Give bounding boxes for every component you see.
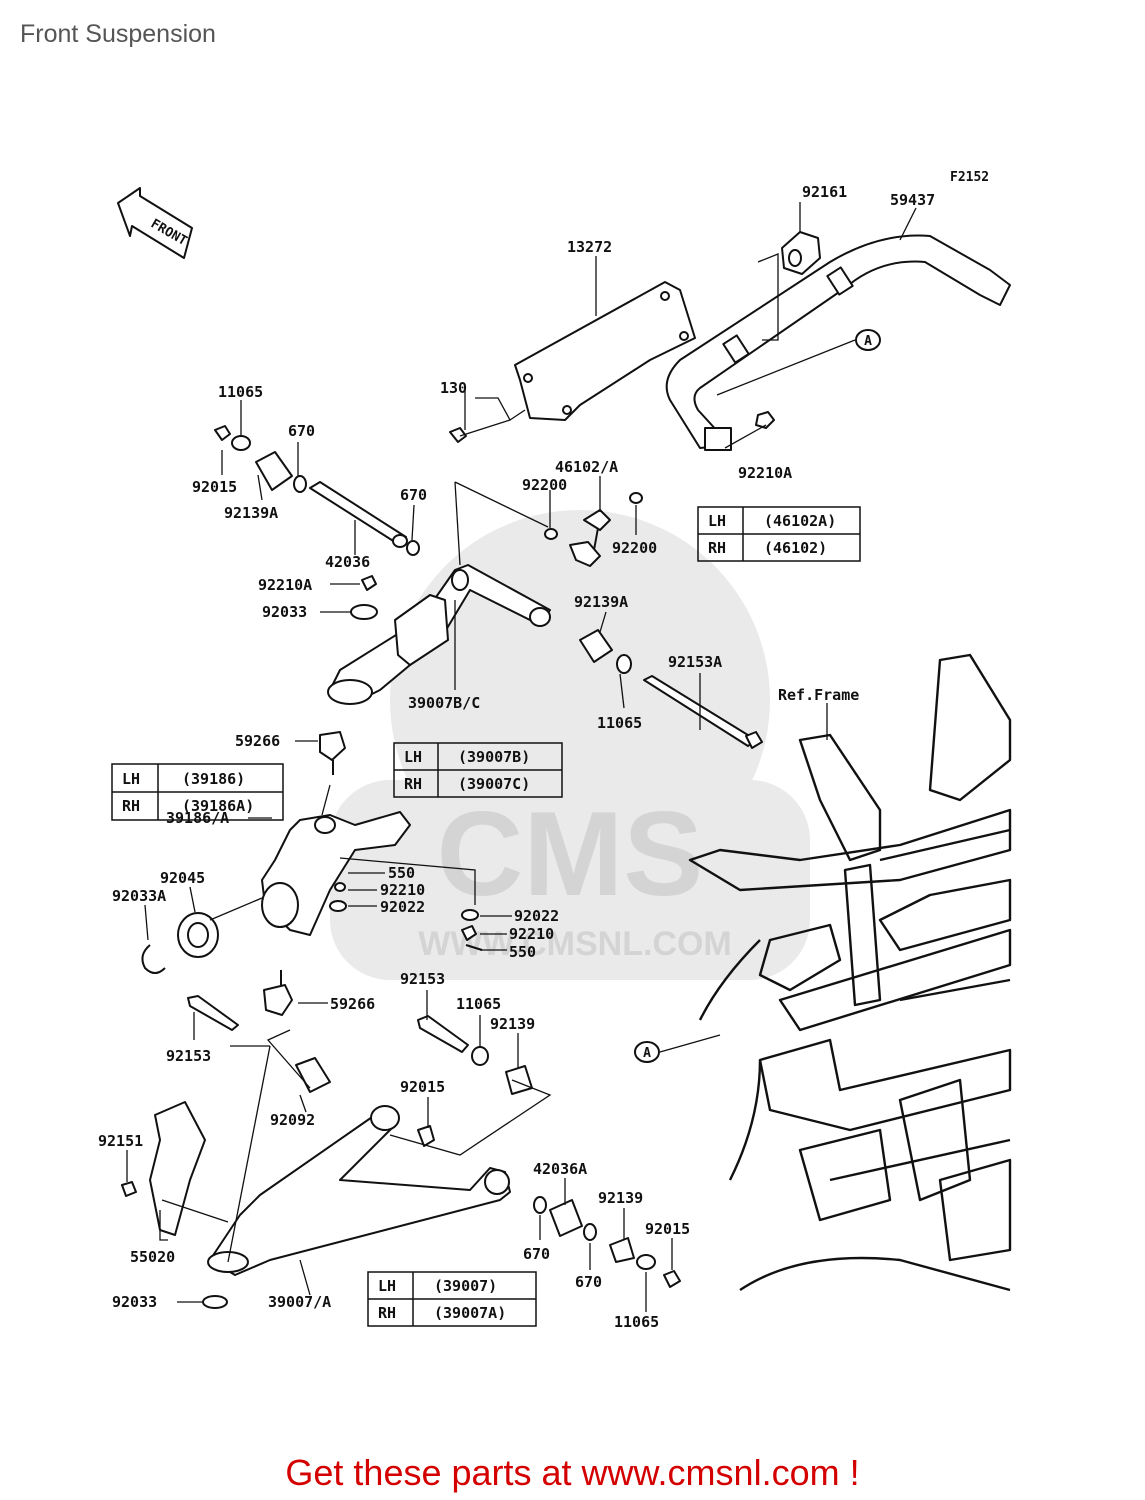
ball-joint-lower	[263, 970, 293, 1016]
lower-arm-hardware	[121, 995, 681, 1309]
table-46102: LH (46102A) RH (46102)	[697, 506, 861, 562]
label-11065-lower-mid: 11065	[456, 995, 501, 1013]
bearing-92045	[177, 912, 219, 958]
bolt-130	[449, 427, 467, 443]
front-arrow-icon: FRONT	[117, 187, 193, 259]
label-46102a: 46102/A	[555, 458, 618, 476]
label-130: 130	[440, 379, 467, 397]
label-39007a: 39007/A	[268, 1293, 331, 1311]
bushing-92161	[781, 231, 821, 275]
table-46102-r2c1: RH	[708, 539, 726, 557]
label-92210a-top: 92210A	[738, 464, 792, 482]
table-39186-r2c1: RH	[122, 797, 140, 815]
label-92139-mid: 92139	[490, 1015, 535, 1033]
label-92161: 92161	[802, 183, 847, 201]
label-92033-lower: 92033	[112, 1293, 157, 1311]
callout-a-top: A	[855, 329, 881, 351]
footer-link[interactable]: Get these parts at www.cmsnl.com !	[285, 1452, 860, 1493]
label-92153-left: 92153	[166, 1047, 211, 1065]
table-46102-r1c2: (46102A)	[764, 512, 836, 530]
circlip-92033a	[141, 944, 166, 974]
part-labels: 92161 59437 13272 11065 670 130 46102/A …	[98, 183, 935, 1331]
label-11065-top: 11065	[218, 383, 263, 401]
lower-a-arm	[207, 1105, 511, 1276]
label-92210a-mid: 92210A	[258, 576, 312, 594]
label-92022-lower: 92022	[514, 907, 559, 925]
label-670-top: 670	[288, 422, 315, 440]
label-59437: 59437	[890, 191, 935, 209]
callout-a-bottom-letter: A	[643, 1046, 651, 1061]
table-39007bc-r1c1: LH	[404, 748, 422, 766]
table-39007-r1c2: (39007)	[434, 1277, 497, 1295]
label-550-upper: 550	[388, 864, 415, 882]
label-13272: 13272	[567, 238, 612, 256]
label-670-mid: 670	[400, 486, 427, 504]
label-92022-upper: 92022	[380, 898, 425, 916]
label-670-lower-right: 670	[575, 1273, 602, 1291]
label-39007bc: 39007B/C	[408, 694, 480, 712]
nut-92210a-top	[755, 411, 775, 429]
table-39007-r2c2: (39007A)	[434, 1304, 506, 1322]
label-92033a: 92033A	[112, 887, 166, 905]
label-92092: 92092	[270, 1111, 315, 1129]
label-92033-top: 92033	[262, 603, 307, 621]
table-39007bc: LH (39007B) RH (39007C)	[393, 742, 563, 798]
label-670-lower-left: 670	[523, 1245, 550, 1263]
label-92015-mid: 92015	[400, 1078, 445, 1096]
table-39007: LH (39007) RH (39007A)	[367, 1271, 537, 1327]
small-fasteners-knuckle	[329, 882, 483, 951]
table-39186-r1c2: (39186)	[182, 770, 245, 788]
table-39007-r1c1: LH	[378, 1277, 396, 1295]
figure-code: F2152	[950, 170, 989, 185]
watermark-brand: CMS	[437, 787, 704, 921]
stabilizer-bar	[665, 234, 1011, 451]
table-39007bc-r2c1: RH	[404, 775, 422, 793]
callout-a-top-letter: A	[864, 334, 872, 349]
label-39186a: 39186/A	[166, 809, 229, 827]
label-59266-lower: 59266	[330, 995, 375, 1013]
ball-joint-upper	[319, 731, 346, 775]
table-39186-r1c1: LH	[122, 770, 140, 788]
label-92153-mid: 92153	[400, 970, 445, 988]
label-11065-mid: 11065	[597, 714, 642, 732]
label-92210-lower: 92210	[509, 925, 554, 943]
label-92200-left: 92200	[522, 476, 567, 494]
label-92139a-mid: 92139A	[574, 593, 628, 611]
label-92015-lower: 92015	[645, 1220, 690, 1238]
table-46102-r2c2: (46102)	[764, 539, 827, 557]
table-39007bc-r1c2: (39007B)	[458, 748, 530, 766]
table-39007-r2c1: RH	[378, 1304, 396, 1322]
table-39186-r2c2: (39186A)	[182, 797, 254, 815]
upper-a-arm	[327, 564, 551, 705]
label-92200-right: 92200	[612, 539, 657, 557]
table-39186: LH (39186) RH (39186A)	[111, 763, 284, 821]
page-title: Front Suspension	[20, 20, 216, 48]
label-92139-lower: 92139	[598, 1189, 643, 1207]
leader-lines	[126, 202, 917, 1312]
label-42036: 42036	[325, 553, 370, 571]
label-550-lower: 550	[509, 943, 536, 961]
label-92153a: 92153A	[668, 653, 722, 671]
label-92015-top: 92015	[192, 478, 237, 496]
label-92210-upper: 92210	[380, 881, 425, 899]
label-92151: 92151	[98, 1132, 143, 1150]
table-46102-r1c1: LH	[708, 512, 726, 530]
label-92045: 92045	[160, 869, 205, 887]
stabilizer-link	[544, 492, 643, 567]
label-59266-upper: 59266	[235, 732, 280, 750]
label-55020: 55020	[130, 1248, 175, 1266]
label-42036a: 42036A	[533, 1160, 587, 1178]
label-92139a-top: 92139A	[224, 504, 278, 522]
vehicle-frame	[688, 653, 1012, 1292]
bracket-13272	[514, 281, 696, 421]
label-ref-frame: Ref.Frame	[778, 686, 859, 704]
label-11065-lower: 11065	[614, 1313, 659, 1331]
knuckle-39186	[261, 811, 411, 936]
table-39007bc-r2c2: (39007C)	[458, 775, 530, 793]
watermark: CMS WWW.CMSNL.COM	[330, 510, 810, 980]
callout-a-bottom: A	[634, 1041, 660, 1063]
